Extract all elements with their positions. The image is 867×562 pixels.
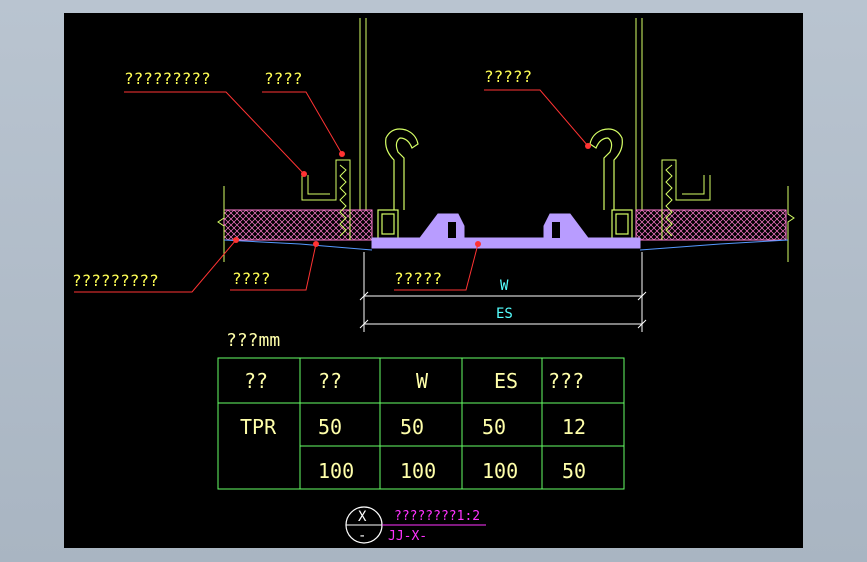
table-cell: 100 — [400, 459, 436, 483]
label-lower-left-1: ????????? — [72, 271, 159, 290]
table-cell: TPR — [240, 415, 277, 439]
detail-symbol-bottom: - — [358, 528, 366, 544]
table-header-cell: ES — [494, 369, 518, 393]
table-header-cell: ?? — [318, 369, 342, 393]
table-cell: 50 — [562, 459, 586, 483]
table-header-cell: ?? — [244, 369, 268, 393]
table-cell: 12 — [562, 415, 586, 439]
table-cell: 50 — [318, 415, 342, 439]
insulation-left — [223, 209, 373, 241]
label-upper-right: ????? — [484, 67, 532, 86]
table-cell: 50 — [482, 415, 506, 439]
table-cell: 50 — [400, 415, 424, 439]
label-upper-left-2: ???? — [264, 69, 303, 88]
table-header-cell: ??? — [548, 369, 584, 393]
detail-symbol-top: X — [358, 509, 367, 525]
dimension-lines — [359, 252, 647, 332]
leader-dots — [233, 143, 591, 247]
dimension-w-label: W — [500, 278, 509, 294]
insulation-right — [635, 209, 787, 241]
drawing-code: JJ-X- — [388, 529, 427, 544]
table-header-cell: W — [416, 369, 429, 393]
label-upper-left-1: ????????? — [124, 69, 211, 88]
break-line-left — [217, 186, 225, 262]
left-bracket — [301, 159, 351, 240]
table-cell: 100 — [482, 459, 518, 483]
dimension-es-label: ES — [496, 306, 513, 322]
floor-finish — [223, 239, 789, 251]
break-line-right — [787, 186, 795, 262]
table-caption: ???mm — [226, 330, 280, 351]
spec-table-grid — [217, 357, 625, 490]
wall-left — [359, 18, 367, 210]
model-space-canvas — [64, 13, 803, 548]
joint-cover-profile — [371, 213, 641, 249]
leader-lines — [74, 89, 589, 293]
right-bracket — [661, 159, 711, 240]
label-lower-center: ????? — [394, 269, 442, 288]
scale-text: ????????1:2 — [394, 509, 480, 524]
table-cell: 100 — [318, 459, 354, 483]
wall-right — [635, 18, 643, 210]
label-lower-left-2: ???? — [232, 269, 271, 288]
